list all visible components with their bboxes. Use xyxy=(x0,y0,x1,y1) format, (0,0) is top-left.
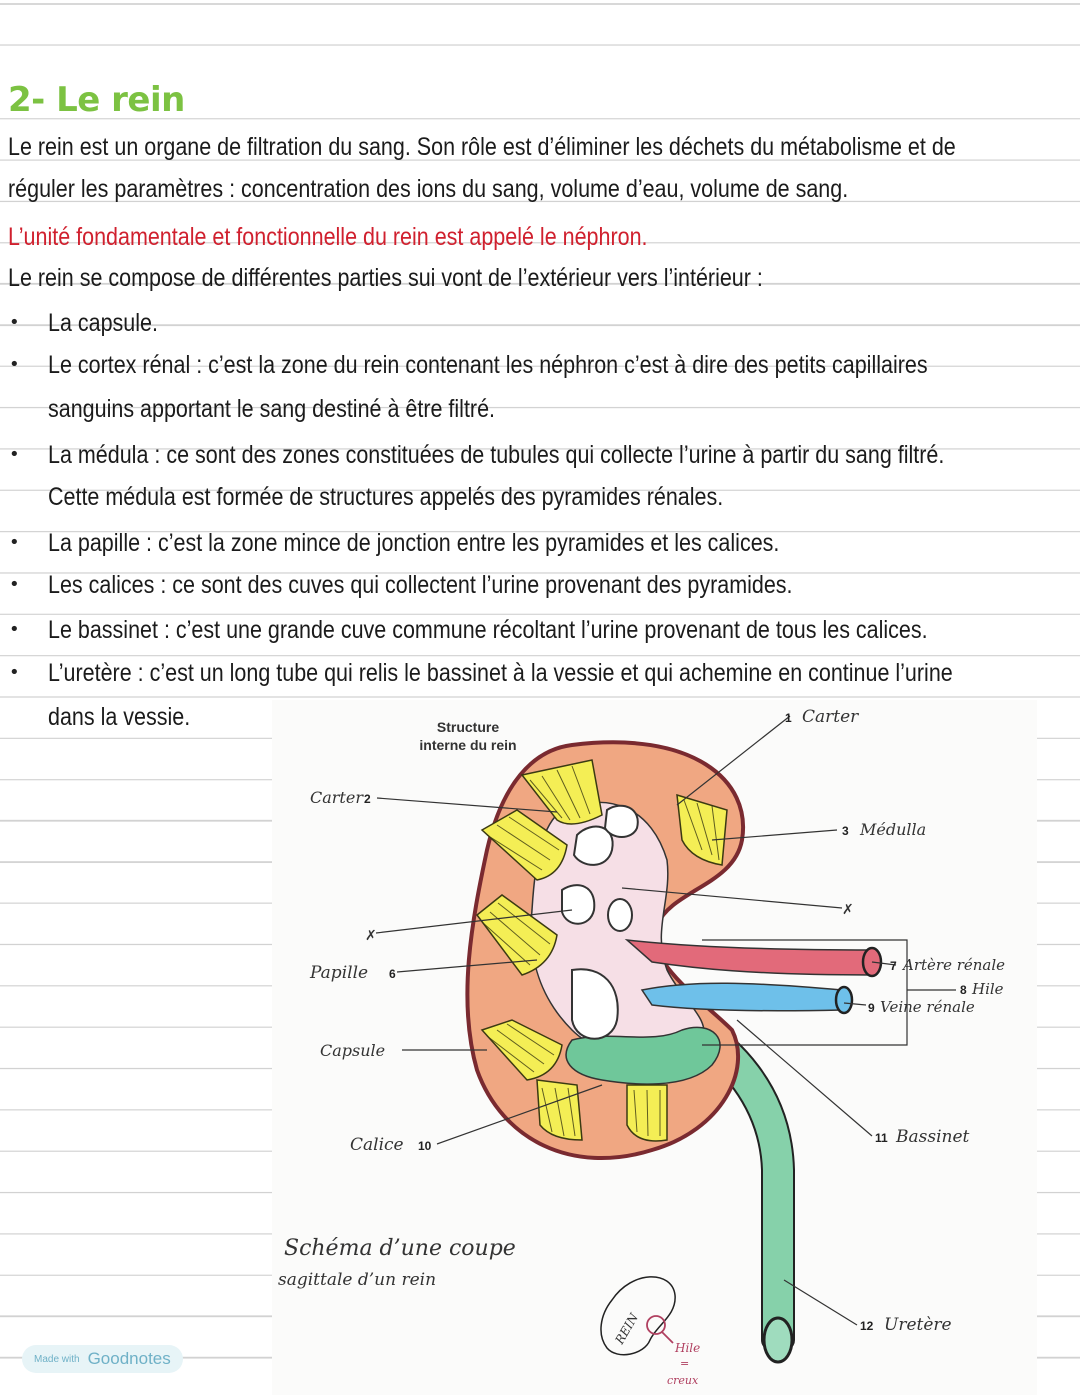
bullet-dot: • xyxy=(9,312,20,333)
bullet-uretere-line-1: L’uretère : c’est un long tube qui relis… xyxy=(48,659,953,687)
bullet-uretere-line-2: dans la vessie. xyxy=(48,703,191,731)
label-9-text: Veine rénale xyxy=(880,998,975,1016)
kidney-diagram: Structure interne du rein xyxy=(272,700,1037,1395)
mini-hile-label: Hile xyxy=(674,1341,700,1355)
diagram-caption-line-1: Schéma d’une coupe xyxy=(284,1236,516,1261)
label-2-number: 2 xyxy=(364,792,371,806)
label-3-number: 3 xyxy=(842,824,849,838)
bullet-cortex-line-2: sanguins apportant le sang destiné à êtr… xyxy=(48,395,496,423)
label-12-text: Uretère xyxy=(884,1315,952,1335)
label-capsule-text: Capsule xyxy=(320,1041,385,1060)
diagram-title-1: Structure xyxy=(437,719,499,735)
mini-creux-label: creux xyxy=(667,1374,699,1387)
label-9-number: 9 xyxy=(868,1001,875,1015)
bullet-cortex-line-1: Le cortex rénal : c’est la zone du rein … xyxy=(48,351,928,379)
label-3-text: Médulla xyxy=(859,820,926,839)
label-1-number: 1 xyxy=(785,711,792,725)
section-title: 2- Le rein xyxy=(8,80,185,120)
mini-kidney-outline xyxy=(600,1276,676,1356)
label-8-text: Hile xyxy=(971,980,1004,998)
label-2-text: Carter xyxy=(310,788,364,807)
intro-line-1: Le rein est un organe de filtration du s… xyxy=(8,133,956,161)
label-4-cross-mark: ✗ xyxy=(365,928,377,944)
bullet-capsule: La capsule. xyxy=(48,309,158,337)
bullet-dot: • xyxy=(9,574,20,595)
label-10-text: Calice xyxy=(350,1135,404,1155)
label-10-number: 10 xyxy=(418,1139,432,1153)
label-6-number: 6 xyxy=(389,967,396,981)
label-7-number: 7 xyxy=(890,959,897,973)
bullet-calices: Les calices : ce sont des cuves qui coll… xyxy=(48,571,793,599)
intro-line-2: réguler les paramètres : concentration d… xyxy=(8,175,849,203)
label-7-text: Artère rénale xyxy=(901,956,1005,974)
bullet-dot: • xyxy=(9,532,20,553)
bullet-medula-line-1: La médula : ce sont des zones constituée… xyxy=(48,441,945,469)
label-12-number: 12 xyxy=(860,1319,874,1333)
goodnotes-badge[interactable]: Made with Goodnotes xyxy=(22,1345,183,1373)
bullet-papille: La papille : c’est la zone mince de jonc… xyxy=(48,529,780,557)
label-8-number: 8 xyxy=(960,983,967,997)
label-5-cross-mark: ✗ xyxy=(842,902,854,918)
list-intro: Le rein se compose de différentes partie… xyxy=(8,264,763,292)
kidney-illustration: Structure interne du rein xyxy=(278,707,1005,1387)
bullet-bassinet: Le bassinet : c’est une grande cuve comm… xyxy=(48,616,928,644)
bullet-dot: • xyxy=(9,354,20,375)
made-with-text: Made with xyxy=(34,1353,80,1365)
bullet-dot: • xyxy=(9,444,20,465)
goodnotes-brand: Goodnotes xyxy=(87,1349,171,1368)
diagram-title-2: interne du rein xyxy=(419,737,516,753)
highlight-definition: L’unité fondamentale et fonctionnelle du… xyxy=(8,223,648,251)
label-11-number: 11 xyxy=(875,1131,888,1145)
diagram-caption-line-2: sagittale d’un rein xyxy=(278,1270,436,1290)
label-11-text: Bassinet xyxy=(895,1127,970,1147)
label-6-text: Papille xyxy=(309,963,368,983)
bullet-medula-line-2: Cette médula est formée de structures ap… xyxy=(48,483,724,511)
label-1-text: Carter xyxy=(802,707,859,727)
mini-kidney-label: REIN xyxy=(612,1310,641,1347)
bullet-dot: • xyxy=(9,662,20,683)
bullet-dot: • xyxy=(9,619,20,640)
mini-equals: = xyxy=(680,1357,689,1370)
